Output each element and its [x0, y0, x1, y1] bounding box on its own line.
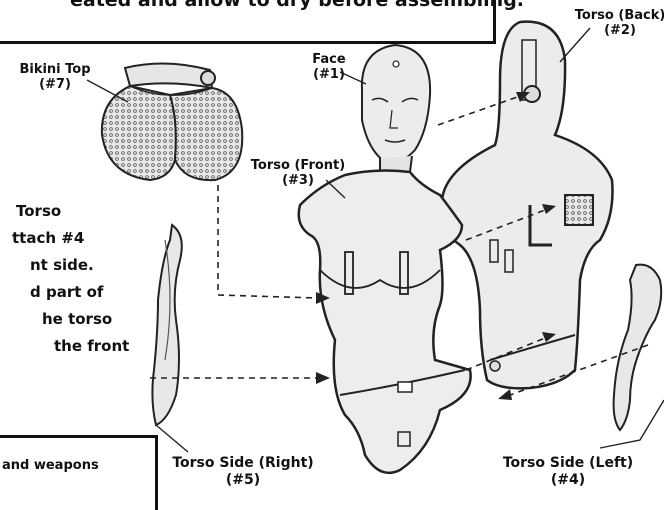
torso-side-left-part: [614, 265, 662, 430]
torso-side-right-number: (#5): [168, 472, 318, 489]
torso-side-right-name: Torso Side (Right): [168, 455, 318, 472]
face-number: (#1): [294, 67, 364, 82]
torso-back-part: [442, 22, 613, 389]
torso-side-left-number: (#4): [498, 472, 638, 489]
torso-front-number: (#3): [246, 173, 350, 188]
instruction-line: d part of: [0, 279, 129, 306]
torso-back-label: Torso (Back) (#2): [570, 8, 664, 38]
face-label: Face (#1): [294, 52, 364, 82]
instruction-line: the front: [0, 333, 129, 360]
torso-back-number: (#2): [570, 23, 664, 38]
instruction-text: Torso ttach #4 nt side. d part of he tor…: [0, 198, 129, 360]
bikini-top-part: [102, 63, 242, 180]
instruction-line: ttach #4: [0, 225, 129, 252]
torso-side-left-label: Torso Side (Left) (#4): [498, 455, 638, 489]
footer-text: and weapons: [2, 458, 99, 473]
face-name: Face: [294, 52, 364, 67]
torso-side-right-label: Torso Side (Right) (#5): [168, 455, 318, 489]
face-part: [362, 45, 430, 172]
torso-side-left-name: Torso Side (Left): [498, 455, 638, 472]
instruction-line: Torso: [0, 198, 129, 225]
torso-back-name: Torso (Back): [570, 8, 664, 23]
instruction-line: nt side.: [0, 252, 129, 279]
torso-front-name: Torso (Front): [246, 158, 350, 173]
torso-front-part: [299, 171, 471, 473]
torso-front-label: Torso (Front) (#3): [246, 158, 350, 188]
torso-side-right-part: [152, 225, 181, 425]
bikini-top-label: Bikini Top (#7): [5, 62, 105, 92]
instruction-line: he torso: [0, 306, 129, 333]
bikini-top-number: (#7): [5, 77, 105, 92]
bikini-top-name: Bikini Top: [5, 62, 105, 77]
